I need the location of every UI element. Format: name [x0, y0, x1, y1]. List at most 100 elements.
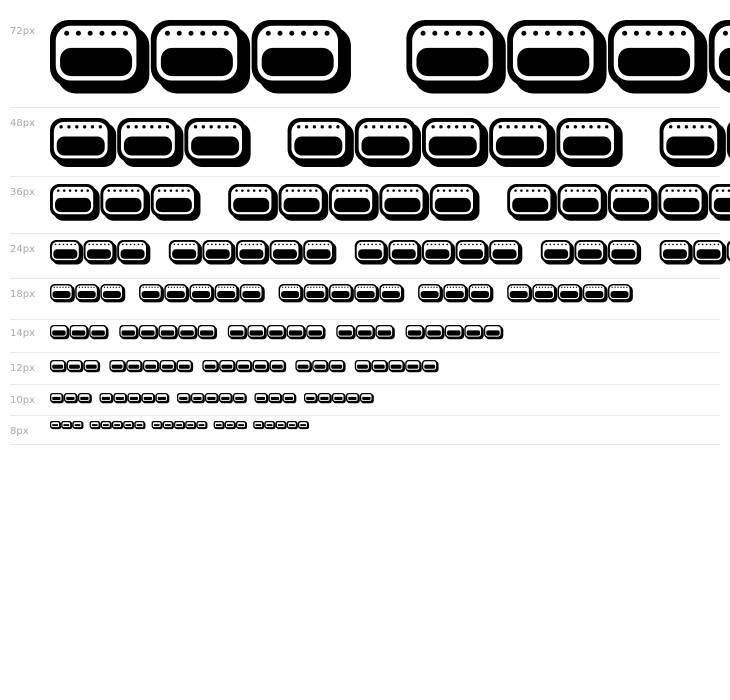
glyph-w	[658, 184, 709, 221]
glyph-q	[89, 421, 101, 430]
glyph-x	[608, 240, 642, 265]
glyph-x	[468, 284, 494, 303]
size-label: 10px	[10, 395, 35, 406]
glyph-x	[375, 325, 395, 340]
glyph-i	[143, 360, 160, 373]
glyph-n	[269, 360, 287, 373]
glyph-o	[422, 240, 456, 265]
glyph-u	[113, 393, 128, 404]
glyph-b	[354, 240, 388, 265]
glyph-n	[708, 184, 730, 221]
glyph-o	[355, 325, 376, 340]
glyph-p	[464, 325, 484, 340]
sample-row-36: 36px THE QUICK BROWN FOX JUMPS	[10, 177, 730, 234]
glyph-f	[254, 393, 269, 404]
glyph-r	[162, 421, 174, 430]
glyph-n	[233, 393, 247, 404]
glyph-q	[406, 20, 506, 94]
glyph-k	[429, 184, 480, 221]
glyph-s	[608, 284, 633, 303]
glyph-u	[126, 360, 143, 373]
glyph-i	[112, 421, 124, 430]
glyph-b	[659, 118, 726, 167]
glyph-u	[264, 421, 276, 430]
glyph-q	[119, 325, 139, 340]
glyph-h	[100, 184, 151, 221]
glyph-w	[455, 240, 489, 265]
glyph-r	[388, 240, 422, 265]
glyph-c	[379, 184, 430, 221]
glyph-f	[295, 360, 312, 373]
glyph-j	[507, 284, 533, 303]
sample-row-48: 48px THE QUICK BROWN FOX JUMPS	[10, 108, 730, 177]
glyph-w	[354, 284, 380, 303]
glyph-k	[556, 118, 623, 167]
glyph-o	[205, 393, 219, 404]
glyph-e	[251, 20, 351, 94]
glyph-p	[405, 360, 422, 373]
glyph-s	[422, 360, 439, 373]
size-label: 8px	[10, 426, 29, 437]
glyph-u	[532, 284, 558, 303]
glyph-j	[354, 360, 372, 373]
glyph-h	[61, 421, 73, 430]
glyph-c	[159, 360, 177, 373]
size-label: 24px	[10, 244, 35, 255]
glyph-i	[329, 184, 379, 221]
glyph-x	[282, 393, 297, 404]
glyph-q	[287, 118, 354, 167]
glyph-t	[50, 393, 64, 404]
font-sample: THE QUICK BROWN FOX JUMPS	[50, 118, 730, 172]
font-sample-svg: THE QUICK BROWN FOX JUMPS	[50, 118, 730, 167]
glyph-c	[489, 118, 556, 167]
font-sample: THE QUICK BROWN FOX JUMPS	[50, 325, 730, 343]
glyph-p	[286, 421, 298, 430]
glyph-i	[422, 118, 489, 167]
glyph-q	[99, 393, 114, 404]
glyph-o	[267, 325, 287, 340]
glyph-c	[141, 393, 156, 404]
font-sample: THE QUICK BROWN FOX JUMPS	[50, 421, 730, 433]
glyph-r	[219, 360, 236, 373]
glyph-e	[117, 240, 151, 265]
font-sample: THE QUICK BROWN FOX JUMPS	[50, 393, 730, 407]
glyph-m	[444, 325, 465, 340]
glyph-j	[659, 240, 693, 265]
font-sample: THE QUICK BROWN FOX JUMPS	[50, 184, 730, 226]
glyph-s	[298, 421, 310, 430]
glyph-n	[196, 421, 208, 430]
glyph-k	[197, 325, 218, 340]
glyph-e	[72, 421, 84, 430]
glyph-m	[557, 284, 583, 303]
glyph-b	[202, 360, 219, 373]
glyph-x	[236, 421, 248, 430]
glyph-m	[388, 360, 405, 373]
glyph-o	[174, 421, 186, 430]
glyph-r	[247, 325, 267, 340]
glyph-e	[100, 284, 126, 303]
glyph-h	[69, 325, 89, 340]
glyph-o	[329, 284, 354, 303]
size-label: 72px	[10, 26, 35, 37]
glyph-u	[164, 284, 190, 303]
glyph-u	[371, 360, 389, 373]
glyph-h	[117, 118, 184, 167]
glyph-t	[50, 421, 62, 430]
size-label: 18px	[10, 289, 35, 300]
sample-row-8: 8px THE QUICK BROWN FOX JUMPS	[10, 416, 720, 445]
font-sample-svg: THE QUICK BROWN FOX JUMPS	[50, 184, 730, 221]
glyph-c	[178, 325, 198, 340]
glyph-u	[278, 184, 329, 221]
sample-row-18: 18px THE QUICK BROWN FOX JUMPS	[10, 279, 720, 320]
glyph-j	[253, 421, 265, 430]
glyph-b	[177, 393, 191, 404]
glyph-t	[50, 240, 84, 265]
glyph-n	[489, 240, 523, 265]
glyph-j	[304, 393, 318, 404]
glyph-q	[228, 184, 278, 221]
glyph-k	[239, 284, 265, 303]
glyph-h	[150, 20, 251, 94]
size-label: 48px	[10, 118, 35, 129]
font-sample-svg: THE QUICK BROWN FOX JUMPS	[50, 240, 730, 265]
glyph-w	[286, 325, 306, 340]
